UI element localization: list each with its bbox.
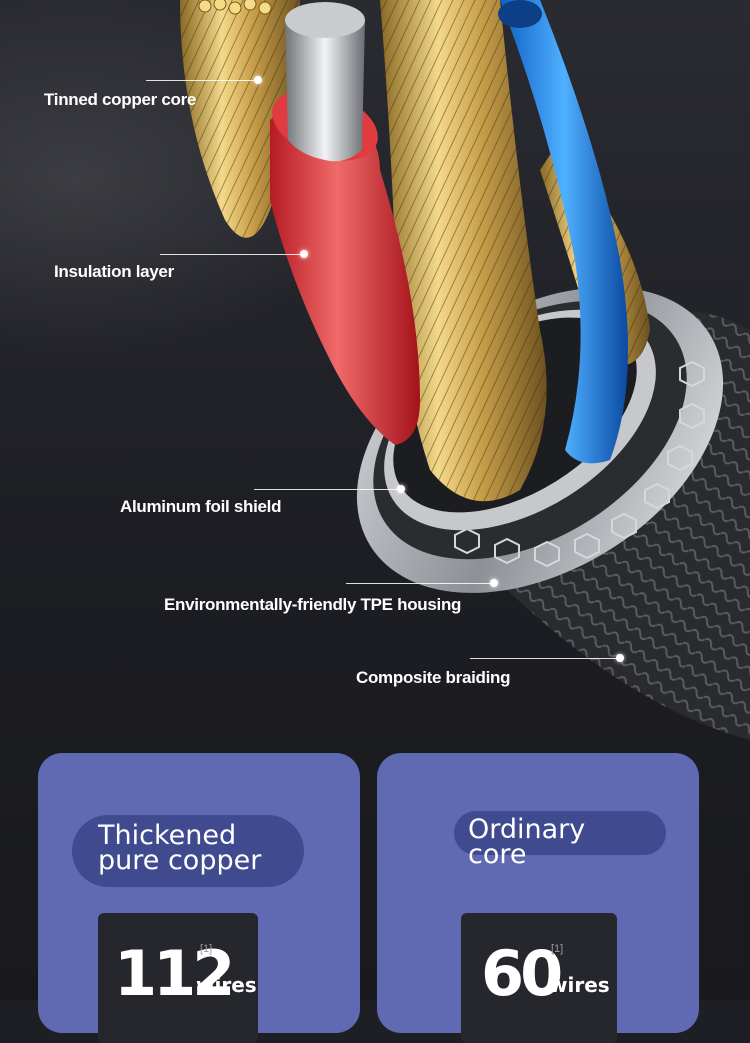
cable-cross-section-illustration	[180, 0, 750, 740]
marker-dot	[397, 485, 405, 493]
wire-count-value: 112	[114, 937, 235, 1010]
wire-count-unit: wires	[549, 973, 610, 997]
thickened-copper-card: Thickened pure copper 112 [1] wires	[38, 753, 360, 1043]
wire-count-box: 112 [1] wires	[98, 913, 258, 1043]
callout-composite-braiding: Composite braiding	[356, 668, 511, 687]
leader-line	[254, 489, 400, 490]
footnote-ref: [1]	[551, 943, 564, 955]
ordinary-core-title: Ordinary core	[454, 811, 666, 868]
marker-dot	[254, 76, 262, 84]
wire-count-unit: wires	[196, 973, 257, 997]
thickened-copper-title: Thickened pure copper	[72, 815, 304, 887]
callout-aluminum-foil-shield: Aluminum foil shield	[120, 497, 282, 516]
leader-line	[160, 254, 302, 255]
wire-count-value: 60	[481, 937, 563, 1010]
marker-dot	[616, 654, 624, 662]
marker-dot	[490, 579, 498, 587]
marker-dot	[300, 250, 308, 258]
footnote-ref: [1]	[200, 943, 213, 955]
leader-line	[346, 583, 494, 584]
callout-insulation-layer: Insulation layer	[54, 262, 174, 281]
leader-line	[470, 658, 620, 659]
callout-tpe-housing: Environmentally-friendly TPE housing	[164, 595, 462, 614]
ordinary-core-card: Ordinary core 60 [1] wires	[377, 753, 699, 1043]
leader-line	[146, 80, 258, 81]
wire-count-box: 60 [1] wires	[461, 913, 617, 1043]
callout-tinned-copper-core: Tinned copper core	[44, 90, 197, 109]
